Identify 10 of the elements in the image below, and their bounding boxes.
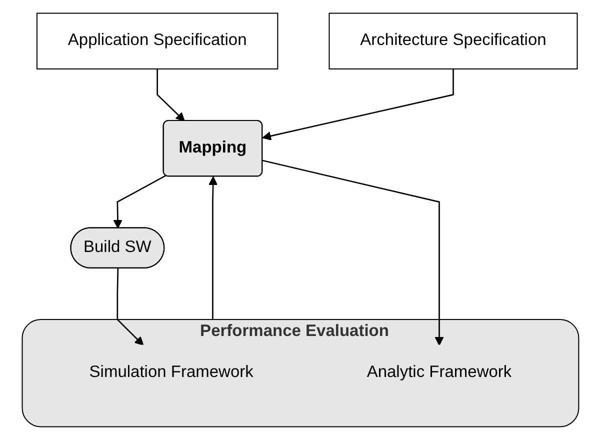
- arrow: [262, 68, 454, 140]
- arrow: [112, 174, 166, 228]
- arrow: [116, 268, 144, 346]
- arrow: [156, 68, 184, 121]
- arrow: [208, 176, 218, 319]
- node-box: Application Specification: [36, 12, 278, 69]
- arrow: [262, 159, 444, 346]
- node-text: Simulation Framework: [88, 363, 253, 381]
- node-box: Architecture Specification: [328, 12, 578, 69]
- node-text: Analytic Framework: [366, 363, 512, 381]
